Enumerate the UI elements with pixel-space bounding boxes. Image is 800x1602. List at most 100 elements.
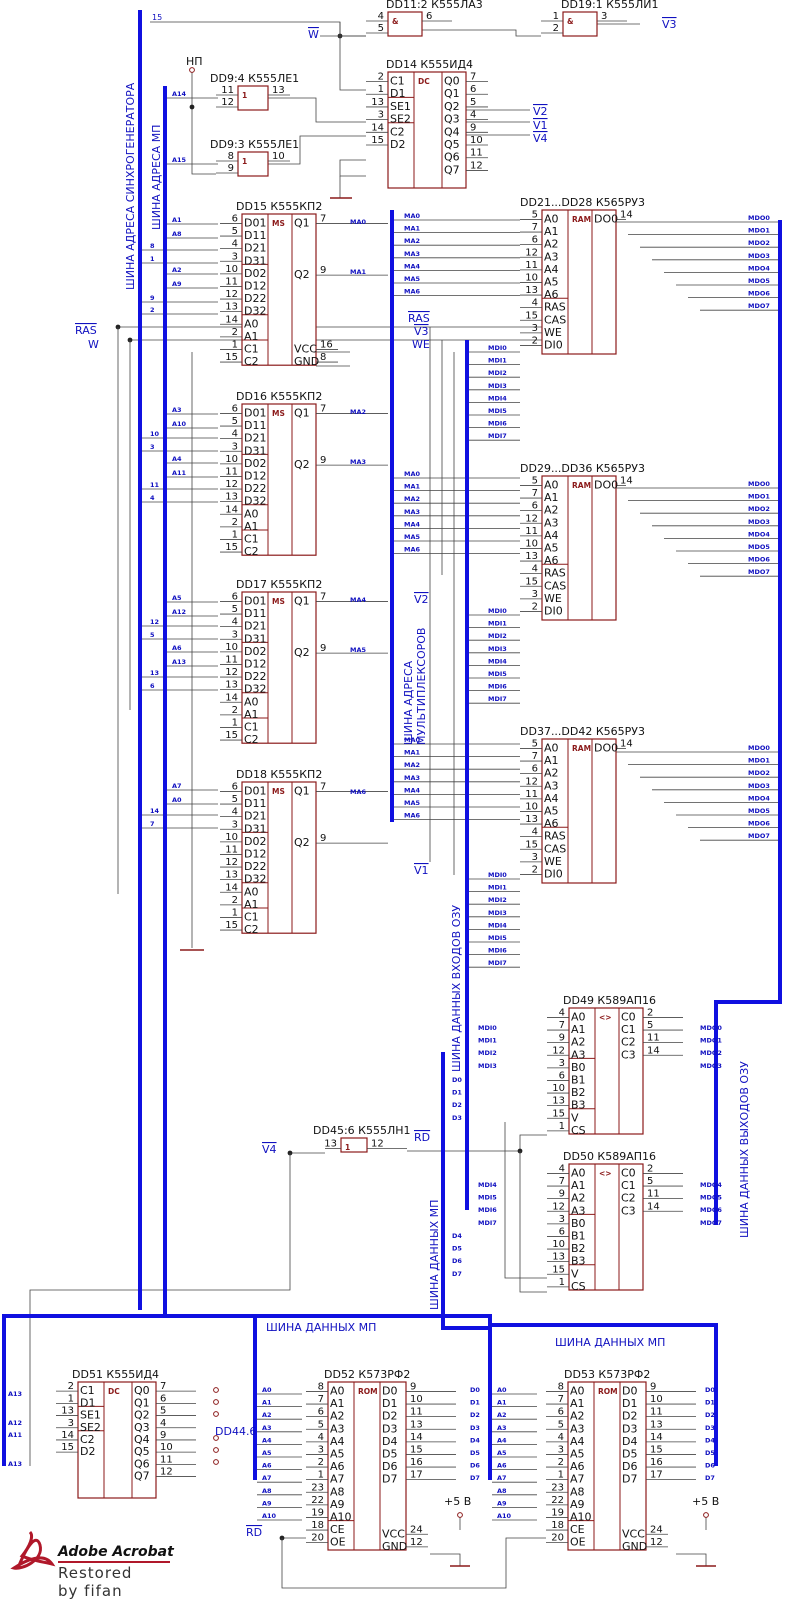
chip-marker: ROM bbox=[358, 1387, 378, 1396]
pin-name: Q5 bbox=[444, 138, 460, 151]
chip-body bbox=[541, 209, 617, 355]
pin-number: 10 bbox=[525, 538, 538, 549]
ram-din-label: MDI4 bbox=[488, 921, 507, 929]
pin-number: 11 bbox=[225, 276, 238, 287]
rom-addr-label: A2 bbox=[262, 1411, 272, 1419]
pin-name: A1 bbox=[570, 1397, 585, 1410]
pin-number: 10 bbox=[552, 1239, 565, 1250]
dd50-d-label: D6 bbox=[452, 1257, 462, 1265]
pin-name: D31 bbox=[244, 822, 266, 835]
ram-dout-label: MDO1 bbox=[748, 757, 770, 765]
pin-number: 4 bbox=[559, 1163, 565, 1174]
signal-v3: V3 bbox=[662, 18, 677, 31]
pin-name: A3 bbox=[571, 1204, 586, 1217]
pin-name: B1 bbox=[571, 1229, 586, 1242]
pin-name: D22 bbox=[244, 670, 266, 683]
chip-marker: MS bbox=[272, 219, 285, 228]
rom-addr-label: A0 bbox=[262, 1386, 272, 1394]
pin-number: 23 bbox=[551, 1482, 564, 1493]
pin-number: 4 bbox=[532, 564, 538, 575]
dd51-addr-label: A13 bbox=[8, 1390, 22, 1398]
pin-name: Q2 bbox=[294, 268, 310, 281]
pin-name: A7 bbox=[570, 1473, 585, 1486]
ram-din-label: MDI2 bbox=[488, 369, 507, 377]
pin-number: 3 bbox=[232, 441, 238, 452]
addr-line-label: A5 bbox=[172, 594, 182, 602]
ram-din-label: MDI3 bbox=[488, 909, 507, 917]
pin-number: 2 bbox=[232, 327, 238, 338]
ram-dout-label: MDO2 bbox=[748, 769, 770, 777]
pin-number: 1 bbox=[559, 1121, 565, 1132]
pin-name: A1 bbox=[244, 330, 259, 343]
pin-name: Q3 bbox=[134, 1421, 150, 1434]
wire-rd-rom2 bbox=[281, 1537, 546, 1589]
pin-name: Q1 bbox=[294, 406, 310, 419]
pin-number: 6 bbox=[232, 213, 238, 224]
dd49-mdi-label: MDI1 bbox=[478, 1037, 497, 1045]
rom-data-label: D6 bbox=[705, 1462, 715, 1470]
ram-dout-label: MDO0 bbox=[748, 480, 770, 488]
pin-name: B1 bbox=[571, 1073, 586, 1086]
ram-din-label: MDI6 bbox=[488, 683, 507, 691]
addr-line-label: A2 bbox=[172, 266, 182, 274]
chip-dd11: DD11:2 К555ЛА3&456 bbox=[366, 0, 483, 37]
dd49-d-label: D1 bbox=[452, 1089, 462, 1097]
ram-dout-label: MDO5 bbox=[748, 277, 770, 285]
pin-name: A0 bbox=[544, 212, 559, 225]
ram-addr-label: MA2 bbox=[404, 761, 420, 769]
sync-line-label: 12 bbox=[150, 618, 159, 626]
dd50-mdo-label: MDO4 bbox=[700, 1181, 722, 1189]
pin-name: D5 bbox=[382, 1447, 397, 1460]
signal-w-left: W bbox=[88, 338, 99, 351]
pin-number: 5 bbox=[532, 475, 538, 486]
dd49-mdo-label: MDO3 bbox=[700, 1062, 722, 1070]
pin-number: 9 bbox=[228, 163, 234, 174]
pin-number: 5 bbox=[378, 23, 384, 34]
pin-name: SE1 bbox=[80, 1409, 101, 1422]
ram-din-label: MDI7 bbox=[488, 695, 507, 703]
acrobat-swirl-icon bbox=[10, 1530, 56, 1570]
pin-name: V bbox=[571, 1111, 579, 1124]
pin-number: 24 bbox=[410, 1524, 423, 1535]
pin-number: 1 bbox=[232, 907, 238, 918]
chip-title: DD21...DD28 К565РУ3 bbox=[520, 196, 645, 209]
open-terminal bbox=[189, 67, 195, 73]
pin-number: 7 bbox=[532, 222, 538, 233]
pin-number: 9 bbox=[320, 643, 326, 654]
ram-addr-label: MA3 bbox=[404, 508, 420, 516]
dd49-mdo-label: MDO1 bbox=[700, 1037, 722, 1045]
pin-name: A0 bbox=[244, 507, 259, 520]
pin-name: Q2 bbox=[294, 836, 310, 849]
rom-addr-label: A7 bbox=[262, 1474, 272, 1482]
chip-marker: ROM bbox=[598, 1387, 618, 1396]
rom-data-label: D1 bbox=[705, 1399, 715, 1407]
pin-name: A0 bbox=[544, 741, 559, 754]
pin-name: C2 bbox=[244, 545, 259, 558]
pin-name: C2 bbox=[244, 733, 259, 746]
pin-name: A5 bbox=[330, 1447, 345, 1460]
pin-name: SE2 bbox=[80, 1421, 101, 1434]
pin-number: 3 bbox=[378, 110, 384, 121]
pin-name: D21 bbox=[244, 242, 266, 255]
ram-addr-label: MA1 bbox=[404, 225, 420, 233]
open-terminal bbox=[213, 1447, 219, 1453]
pin-name: C2 bbox=[621, 1192, 636, 1205]
pin-name: D31 bbox=[244, 632, 266, 645]
open-terminal bbox=[703, 1512, 709, 1518]
bus-name-dout: ШИНА ДАННЫХ ВЫХОДОВ ОЗУ bbox=[738, 1061, 751, 1238]
pin-name: DI0 bbox=[544, 867, 563, 880]
pin-name: WE bbox=[544, 855, 562, 868]
signal-plus5-2: +5 В bbox=[692, 1495, 719, 1508]
pin-number: 7 bbox=[320, 213, 326, 224]
open-terminal bbox=[213, 1387, 219, 1393]
ram-din-label: MDI1 bbox=[488, 357, 507, 365]
buses-layer bbox=[2, 10, 782, 1480]
pin-number: 9 bbox=[410, 1381, 416, 1392]
dd49-d-label: D0 bbox=[452, 1076, 462, 1084]
rom-addr-label: A5 bbox=[262, 1449, 272, 1457]
pin-name: Q5 bbox=[134, 1445, 150, 1458]
logo-title: Adobe Acrobat bbox=[57, 1544, 175, 1560]
mux-output-label: MA5 bbox=[350, 646, 366, 654]
pin-number: 11 bbox=[225, 844, 238, 855]
